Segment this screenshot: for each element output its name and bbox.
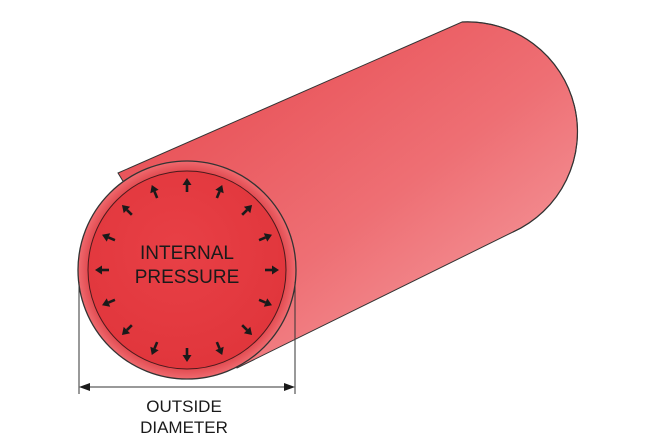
dimension-arrow-right [284,383,295,391]
pressure-arrow [182,178,192,192]
dimension-arrow-left [79,383,90,391]
pressure-arrow [121,204,133,216]
outside-diameter-label-line2: DIAMETER [140,418,228,437]
pressure-arrow [182,348,192,362]
pressure-arrows [95,178,279,362]
pressure-arrow [102,298,116,307]
pipe-far-end [461,21,578,233]
outside-diameter-label-line1: OUTSIDE [146,397,222,416]
pressure-arrow [95,265,109,275]
pressure-arrow [265,265,279,275]
pressure-arrow [258,298,272,307]
pressure-arrow [150,185,159,199]
pressure-arrow [121,324,133,336]
pressure-arrow [241,204,253,216]
pressure-arrow [215,341,224,355]
pressure-arrow [215,185,224,199]
internal-pressure-label-line2: PRESSURE [135,267,240,288]
pressure-arrow [150,341,159,355]
pressure-arrow [258,233,272,242]
pipe-inner-bore [87,170,287,370]
internal-pressure-label-line1: INTERNAL [140,243,234,264]
pressure-arrow [102,233,116,242]
pressure-arrow [241,324,253,336]
